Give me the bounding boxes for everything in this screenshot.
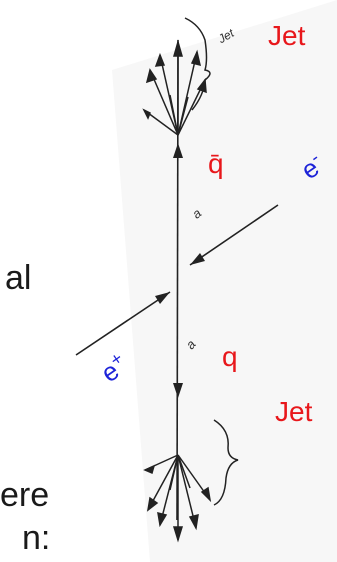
side-text-line-3: n:	[22, 521, 50, 555]
antiquark-label: q̄	[208, 150, 224, 178]
quark-label: q	[222, 343, 238, 371]
jet-label-top: Jet	[268, 22, 305, 50]
side-text-line-2: ere	[0, 478, 49, 512]
side-text-line-1: al	[5, 261, 31, 295]
jet-label-bottom: Jet	[275, 398, 312, 426]
paper-background	[112, 0, 337, 562]
